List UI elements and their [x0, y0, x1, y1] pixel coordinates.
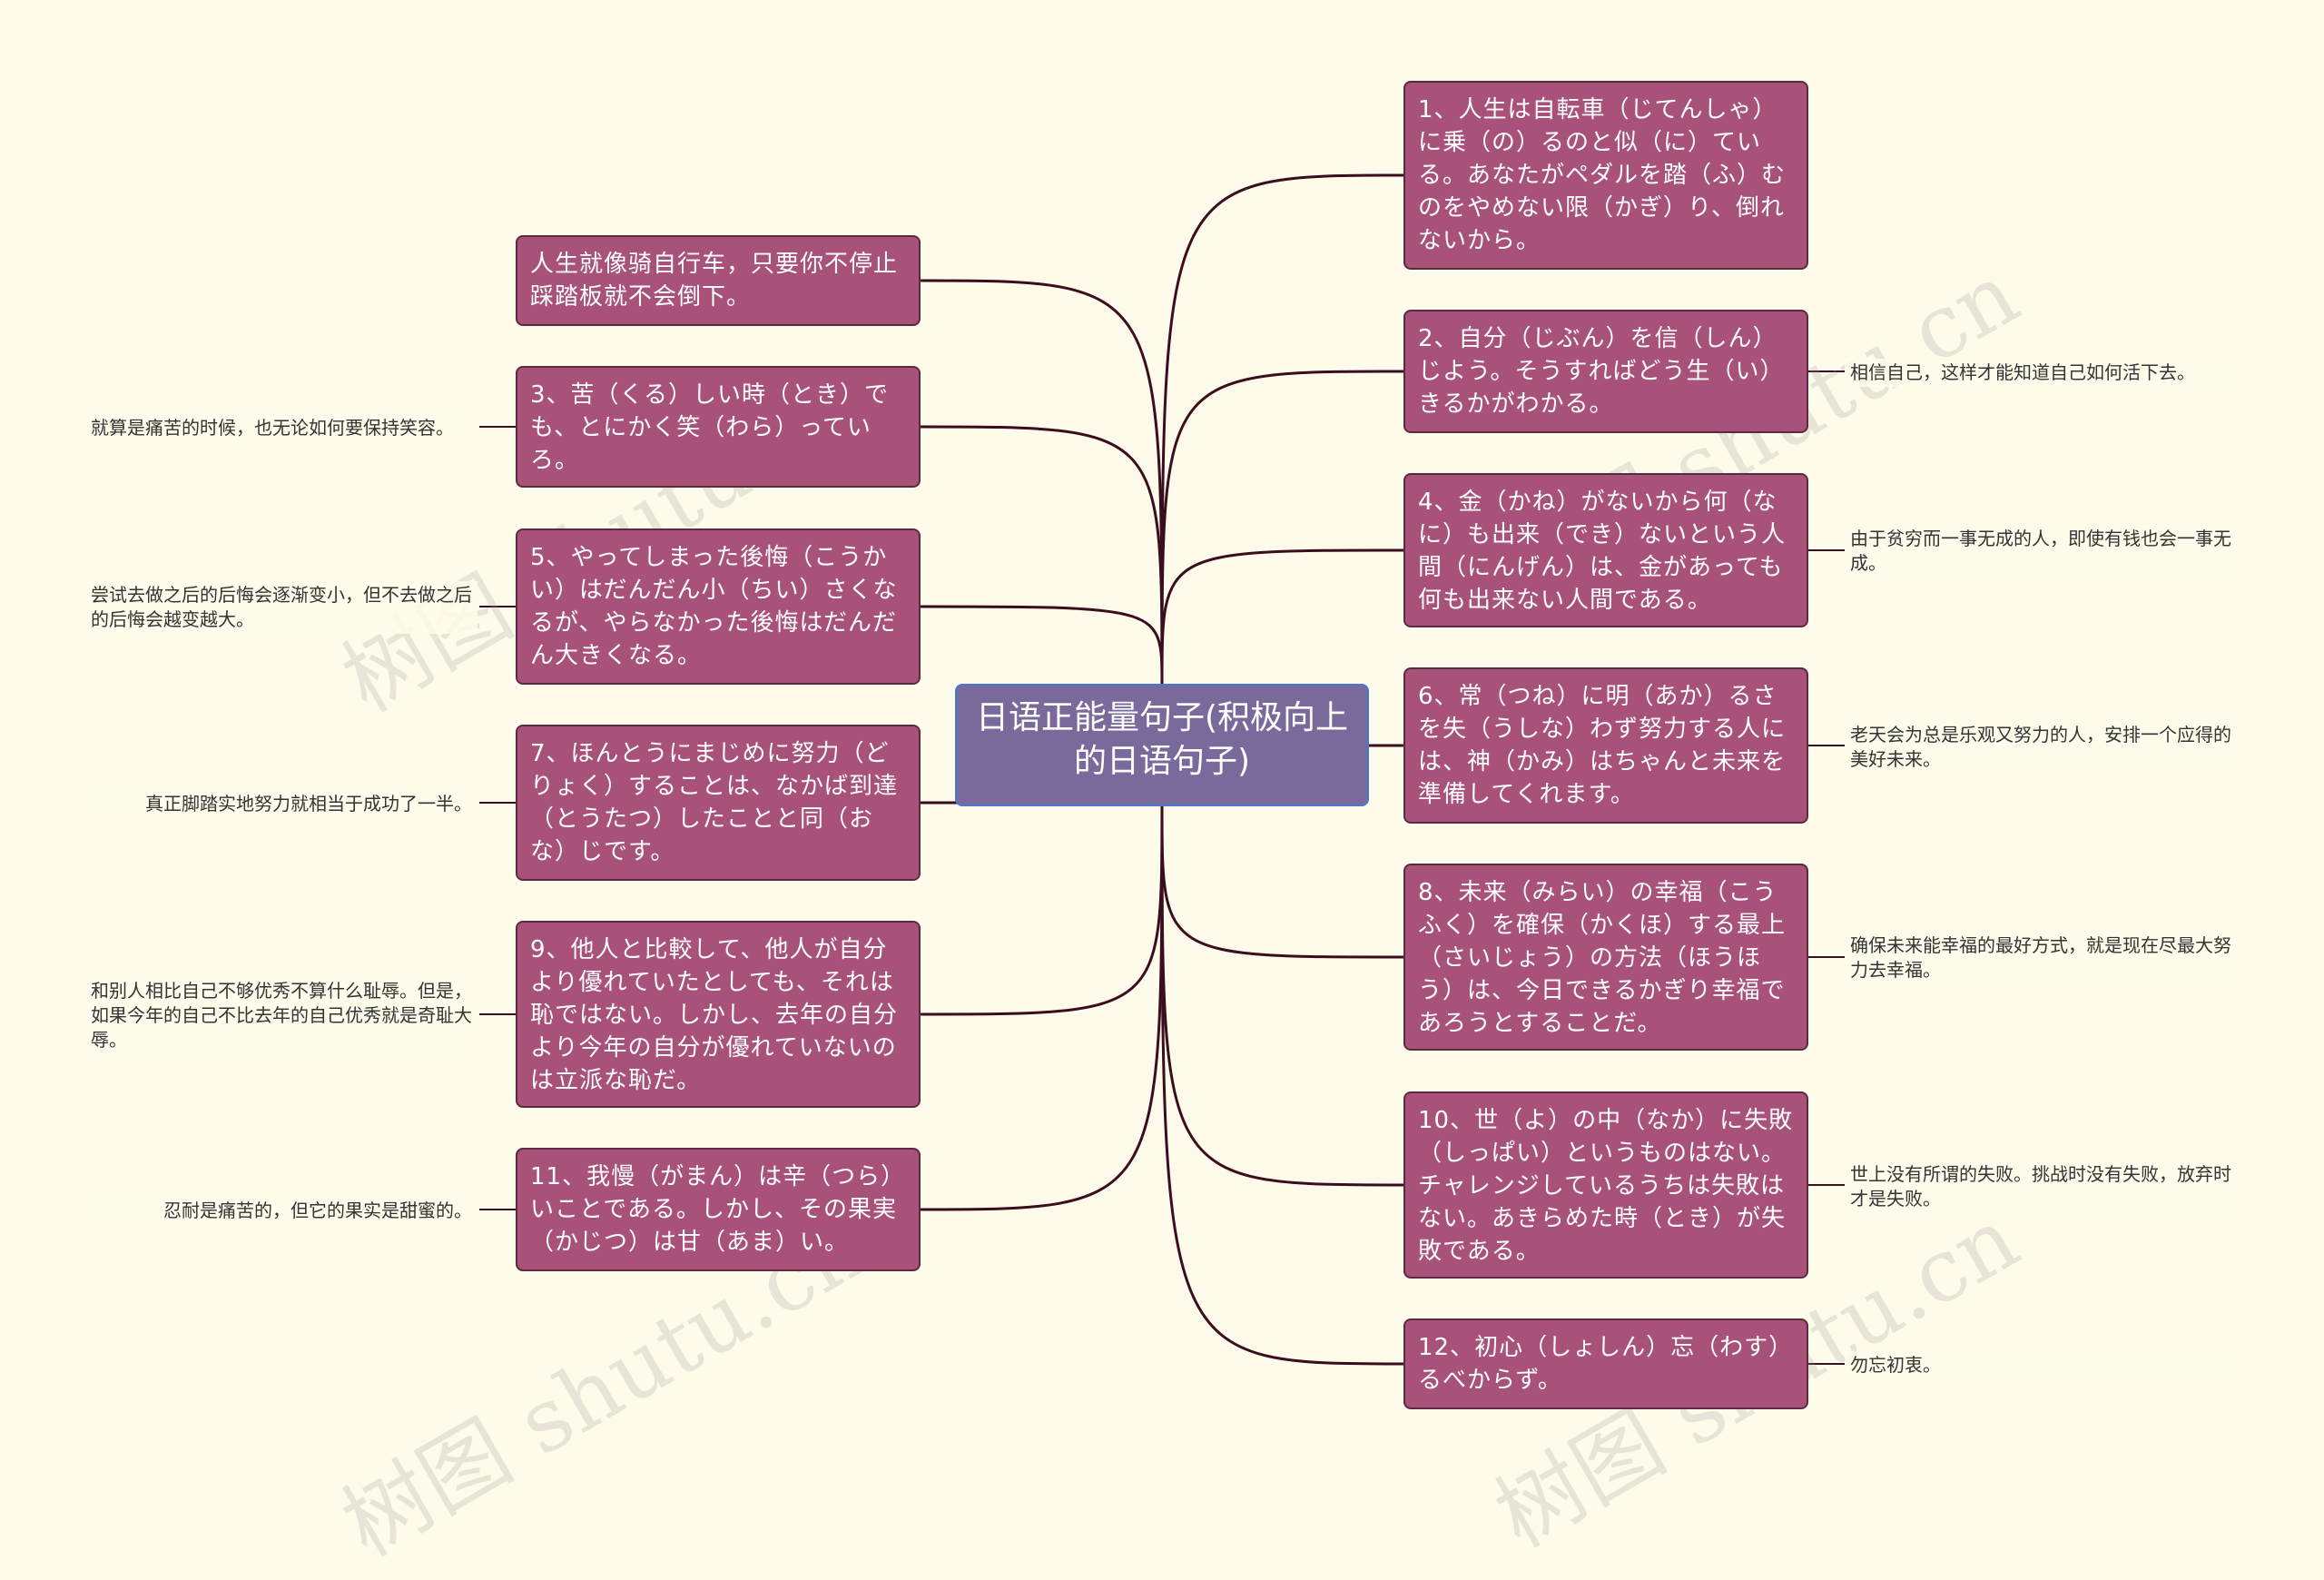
connector-left-0: [920, 279, 1164, 685]
topic-right-6[interactable]: 6、常（つね）に明（あか）るさを失（うしな）わず努力する人には、神（かみ）はちゃ…: [1403, 667, 1808, 824]
topic-left-3[interactable]: 3、苦（くる）しい時（とき）でも、とにかく笑（わら）っていろ。: [516, 366, 921, 488]
topic-right-2[interactable]: 2、自分（じぶん）を信（しん）じよう。そうすればどう生（い）きるかがわかる。: [1403, 310, 1808, 433]
note-left-9: 和别人相比自己不够优秀不算什么耻辱。但是，如果今年的自己不比去年的自己优秀就是奇…: [85, 977, 478, 1054]
connector-right-6: [1160, 805, 1404, 1366]
note-left-3: 就算是痛苦的时候，也无论如何要保持笑容。: [85, 414, 478, 442]
topic-left-9[interactable]: 9、他人と比較して、他人が自分より優れていたとしても、それは恥ではない。しかし、…: [516, 921, 921, 1108]
note-right-2: 相信自己，这样才能知道自己如何活下去。: [1845, 359, 2244, 387]
topic-right-10[interactable]: 10、世（よ）の中（なか）に失敗（しっぱい）というものはない。チャレンジしている…: [1403, 1091, 1808, 1279]
topic-left-1[interactable]: 人生就像骑自行车，只要你不停止踩踏板就不会倒下。: [516, 235, 921, 326]
note-left-7: 真正脚踏实地努力就相当于成功了一半。: [85, 790, 478, 818]
topic-right-4[interactable]: 4、金（かね）がないから何（なに）も出来（でき）ないという人間（にんげん）は、金…: [1403, 473, 1808, 627]
mindmap-canvas: 树图 shutu.cn 树图 shutu.cn 树图 shutu.cn 树图 s…: [85, 81, 2244, 1576]
connector-left-4: [920, 805, 1164, 1016]
note-right-12: 勿忘初衷。: [1845, 1351, 2244, 1379]
central-topic[interactable]: 日语正能量句子(积极向上的日语句子): [955, 684, 1369, 806]
topic-left-7[interactable]: 7、ほんとうにまじめに努力（どりょく）することは、なかば到達（とうたつ）したこと…: [516, 725, 921, 881]
note-left-11: 忍耐是痛苦的，但它的果实是甜蜜的。: [85, 1197, 478, 1225]
note-right-6: 老天会为总是乐观又努力的人，安排一个应得的美好未来。: [1845, 721, 2244, 774]
connector-right-1: [1160, 370, 1404, 685]
topic-right-12[interactable]: 12、初心（しょしん）忘（わす）るべからず。: [1403, 1318, 1808, 1409]
connector-left-1: [920, 425, 1164, 685]
note-right-4: 由于贫穷而一事无成的人，即使有钱也会一事无成。: [1845, 525, 2244, 578]
note-left-5: 尝试去做之后的后悔会逐渐变小，但不去做之后的后悔会越变越大。: [85, 581, 478, 634]
note-right-10: 世上没有所谓的失败。挑战时没有失败，放弃时才是失败。: [1845, 1160, 2244, 1213]
connector-layer: [479, 173, 1845, 1366]
note-right-8: 确保未来能幸福的最好方式，就是现在尽最大努力去幸福。: [1845, 932, 2244, 984]
connector-right-0: [1160, 173, 1404, 685]
topic-right-8[interactable]: 8、未来（みらい）の幸福（こうふく）を確保（かくほ）する最上（さいじょう）の方法…: [1403, 864, 1808, 1051]
topic-left-5[interactable]: 5、やってしまった後悔（こうかい）はだんだん小（ちい）さくなるが、やらなかった後…: [516, 528, 921, 685]
connector-left-5: [920, 805, 1164, 1211]
topic-left-11[interactable]: 11、我慢（がまん）は辛（つら）いことである。しかし、その果実（かじつ）は甘（あ…: [516, 1148, 921, 1271]
topic-right-1[interactable]: 1、人生は自転車（じてんしゃ）に乗（の）るのと似（に）ている。あなたがペダルを踏…: [1403, 81, 1808, 270]
connector-right-2: [1160, 548, 1404, 685]
connector-right-5: [1160, 805, 1404, 1187]
connector-right-4: [1160, 805, 1404, 959]
connector-left-2: [920, 605, 1164, 685]
